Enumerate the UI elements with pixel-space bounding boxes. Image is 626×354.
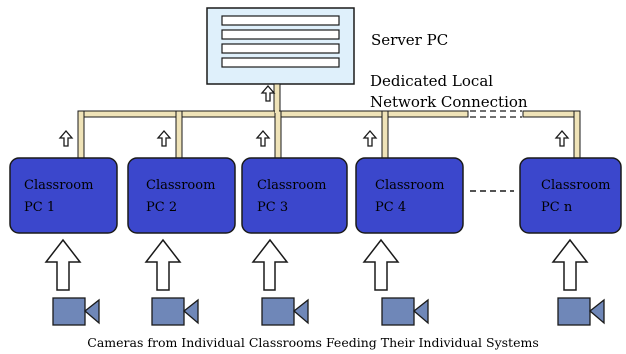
pc-3-line2: PC 3 (257, 200, 288, 215)
up-arrow-icon (362, 238, 400, 291)
up-arrow-icon (58, 130, 74, 147)
pc-1-line1: Classroom (24, 178, 93, 193)
pc-3-line1: Classroom (257, 178, 326, 193)
pc-1-line2: PC 1 (24, 200, 55, 215)
camera-icon (52, 297, 100, 326)
caption: Cameras from Individual Classrooms Feedi… (87, 335, 538, 350)
server-pc (206, 7, 355, 85)
pc-2-line1: Classroom (146, 178, 215, 193)
classroom-pc-1: Classroom PC 1 (9, 157, 118, 234)
up-arrow-icon (144, 238, 182, 291)
camera-icon (381, 297, 429, 326)
classroom-pc-n: Classroom PC n (519, 157, 622, 234)
server-label: Server PC (371, 31, 448, 49)
up-arrow-icon (156, 130, 172, 147)
server-slot (221, 57, 340, 68)
pc-n-line2: PC n (541, 200, 573, 215)
pc-2-line2: PC 2 (146, 200, 177, 215)
server-slot (221, 43, 340, 54)
pc-4-line1: Classroom (375, 178, 444, 193)
network-label-line1: Dedicated Local (370, 72, 493, 90)
network-label-line2: Network Connection (370, 93, 528, 111)
pc-n-line1: Classroom (541, 178, 610, 193)
up-arrow-icon (251, 238, 289, 291)
camera-icon (557, 297, 605, 326)
pc-4-line2: PC 4 (375, 200, 406, 215)
camera-arrows (44, 238, 589, 291)
up-arrow-icon (260, 85, 276, 102)
cameras (52, 297, 605, 326)
classroom-pc-4: Classroom PC 4 (355, 157, 464, 234)
up-arrow-icon (44, 238, 82, 291)
up-arrow-icon (362, 130, 378, 147)
server-slot (221, 15, 340, 26)
classroom-pc-3: Classroom PC 3 (241, 157, 348, 234)
up-arrow-icon (554, 130, 570, 147)
camera-icon (151, 297, 199, 326)
up-arrow-icon (551, 238, 589, 291)
server-slot (221, 29, 340, 40)
classroom-pc-2: Classroom PC 2 (127, 157, 236, 234)
up-arrow-icon (255, 130, 271, 147)
bus-arrows (58, 85, 570, 147)
camera-icon (261, 297, 309, 326)
